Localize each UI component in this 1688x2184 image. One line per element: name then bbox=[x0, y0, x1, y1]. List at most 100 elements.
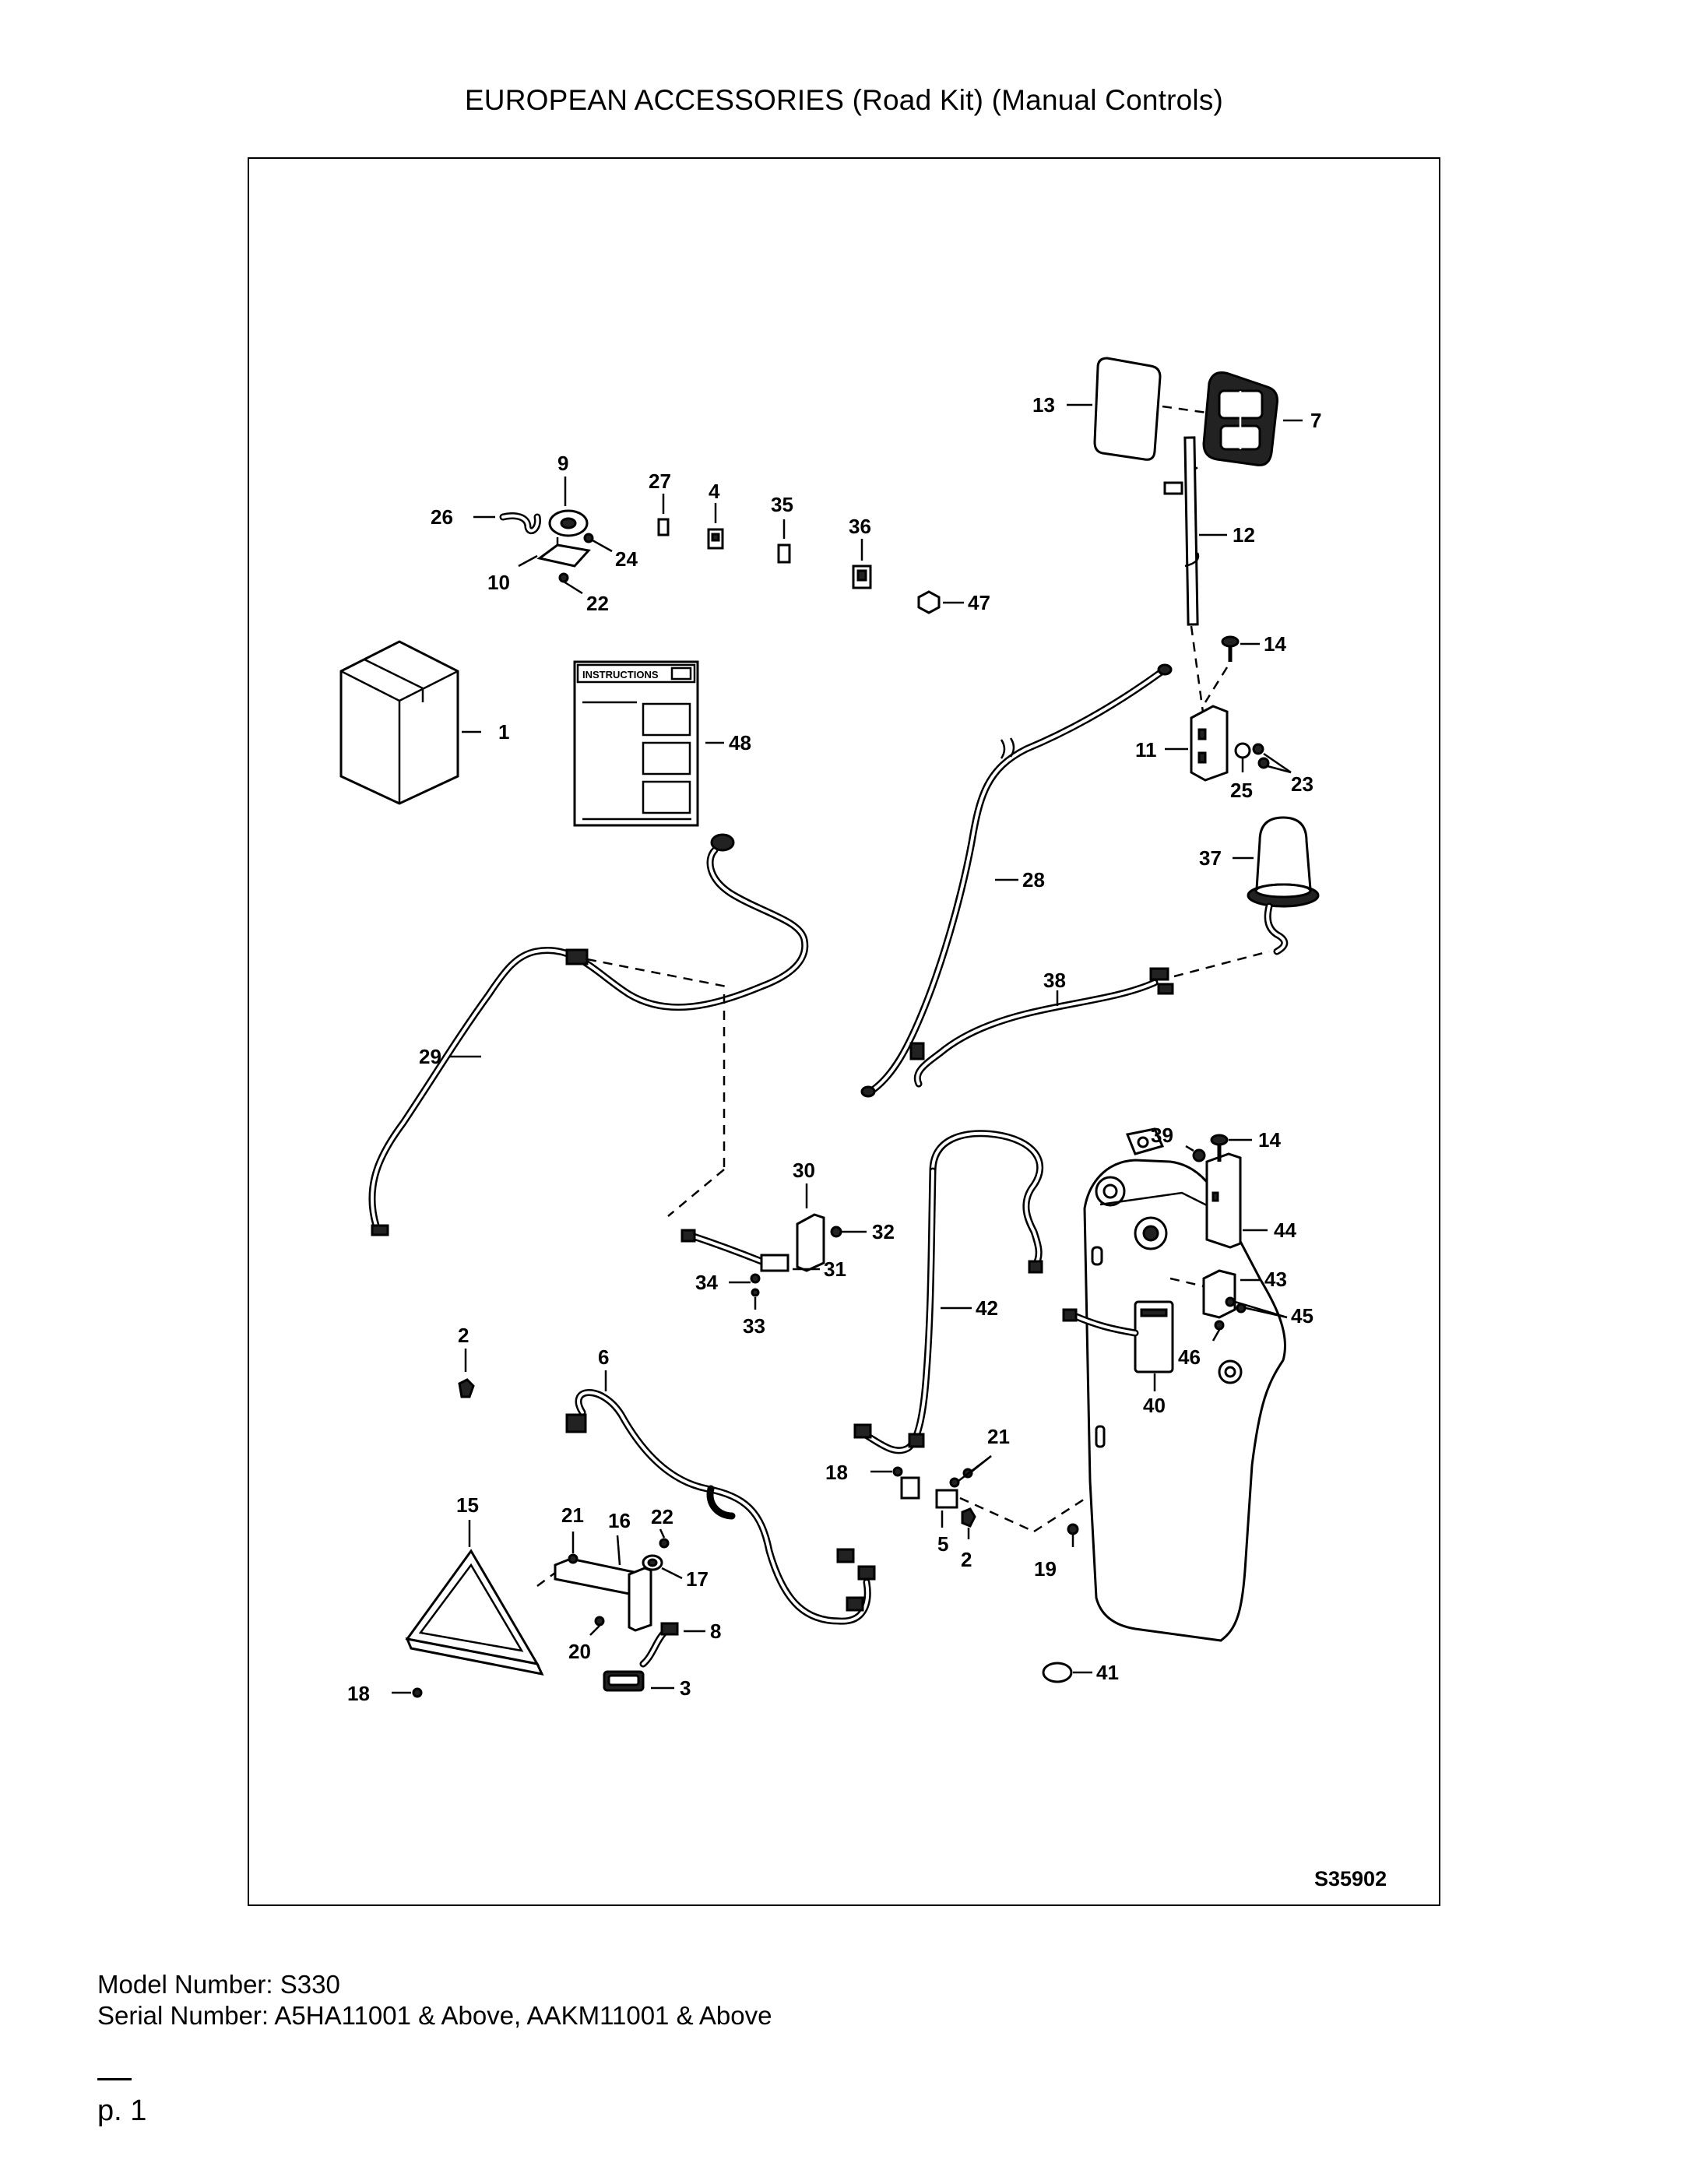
callout-30: 30 bbox=[793, 1159, 815, 1182]
callout-20: 20 bbox=[568, 1640, 591, 1663]
part-13-mirror bbox=[1093, 357, 1162, 461]
page-title: EUROPEAN ACCESSORIES (Road Kit) (Manual … bbox=[464, 84, 1224, 116]
callout-44: 44 bbox=[1274, 1219, 1296, 1242]
callout-10: 10 bbox=[487, 571, 510, 594]
callout-6: 6 bbox=[598, 1345, 609, 1369]
callout-22a: 22 bbox=[586, 592, 609, 615]
part-3-license-lamp bbox=[603, 1670, 645, 1692]
part-34-nut bbox=[750, 1273, 761, 1284]
callout-41: 41 bbox=[1096, 1661, 1119, 1684]
callout-17: 17 bbox=[686, 1567, 709, 1591]
callout-24: 24 bbox=[615, 547, 638, 571]
part-48-instructions-card: INSTRUCTIONS bbox=[573, 660, 699, 827]
part-32-screw bbox=[830, 1226, 842, 1238]
part-14-bolt-upper bbox=[1221, 635, 1240, 662]
part-28-beacon-harness bbox=[860, 663, 1173, 1098]
part-18-screw-center bbox=[892, 1466, 903, 1477]
callout-22b: 22 bbox=[651, 1505, 673, 1528]
callout-16: 16 bbox=[608, 1509, 631, 1532]
callout-33: 33 bbox=[743, 1314, 765, 1338]
page-number: p. 1 bbox=[97, 2094, 147, 2127]
loader-upright bbox=[1083, 1127, 1286, 1642]
part-38-beacon-jumper bbox=[909, 967, 1174, 1088]
part-11-mount-bracket bbox=[1190, 705, 1229, 782]
callout-39: 39 bbox=[1151, 1124, 1173, 1147]
callout-19: 19 bbox=[1034, 1557, 1057, 1581]
callout-5: 5 bbox=[937, 1532, 948, 1556]
part-4-switch bbox=[707, 528, 724, 550]
part-22-screw-right bbox=[659, 1538, 670, 1549]
callout-15: 15 bbox=[456, 1493, 479, 1517]
part-47-grommet bbox=[917, 590, 941, 614]
part-30-switch-bracket bbox=[796, 1213, 825, 1272]
part-46-nut bbox=[1214, 1320, 1225, 1331]
serial-number: Serial Number: A5HA11001 & Above, AAKM11… bbox=[97, 2001, 772, 2030]
part-19-screw bbox=[1067, 1523, 1079, 1535]
callout-14b: 14 bbox=[1258, 1128, 1281, 1152]
part-8-lamp-lead bbox=[639, 1622, 679, 1668]
part-44-beacon-mount bbox=[1205, 1152, 1242, 1249]
figure-id: S35902 bbox=[1314, 1867, 1387, 1890]
callout-11: 11 bbox=[1135, 738, 1157, 761]
callout-14a: 14 bbox=[1264, 632, 1286, 656]
page-separator bbox=[97, 2078, 132, 2080]
callout-13: 13 bbox=[1032, 393, 1055, 417]
part-42-lighting-harness bbox=[853, 1130, 1044, 1454]
callout-27: 27 bbox=[649, 470, 671, 493]
part-21-screw-left bbox=[568, 1553, 578, 1564]
callout-3: 3 bbox=[680, 1676, 691, 1700]
callout-46: 46 bbox=[1178, 1345, 1201, 1369]
part-26-horn-lead bbox=[499, 512, 541, 534]
callout-1: 1 bbox=[498, 720, 509, 744]
callout-25: 25 bbox=[1230, 779, 1253, 802]
callout-42: 42 bbox=[976, 1296, 998, 1320]
part-29-main-harness bbox=[368, 833, 809, 1236]
part-15-smv-triangle bbox=[405, 1549, 544, 1676]
callout-38: 38 bbox=[1043, 969, 1066, 992]
part-24-nut bbox=[583, 533, 594, 543]
part-43-bracket bbox=[1202, 1269, 1236, 1319]
callout-43: 43 bbox=[1264, 1268, 1287, 1291]
callout-18a: 18 bbox=[825, 1461, 848, 1484]
instructions-card-label: INSTRUCTIONS bbox=[582, 669, 659, 681]
part-22-screw bbox=[558, 572, 569, 583]
callout-9: 9 bbox=[557, 452, 568, 475]
part-1-box bbox=[339, 640, 459, 805]
callout-23: 23 bbox=[1291, 772, 1313, 796]
part-31-switch bbox=[680, 1229, 789, 1272]
part-37-beacon bbox=[1247, 816, 1320, 955]
part-14-bolt-lower bbox=[1210, 1134, 1229, 1162]
callout-2b: 2 bbox=[961, 1548, 972, 1571]
callout-26: 26 bbox=[431, 505, 453, 529]
model-number: Model Number: S330 bbox=[97, 1970, 340, 1999]
callout-2a: 2 bbox=[458, 1324, 469, 1347]
callout-31: 31 bbox=[824, 1257, 846, 1281]
callout-7: 7 bbox=[1310, 409, 1321, 432]
part-6-rear-harness bbox=[565, 1389, 876, 1625]
part-7-mirror-head bbox=[1202, 371, 1278, 466]
callout-32: 32 bbox=[872, 1220, 895, 1243]
diagram-frame bbox=[248, 157, 1440, 1906]
callout-21a: 21 bbox=[987, 1425, 1010, 1448]
callout-47: 47 bbox=[968, 591, 990, 614]
part-27-relay bbox=[657, 518, 670, 536]
callout-37: 37 bbox=[1199, 846, 1222, 870]
part-41-grommet bbox=[1042, 1662, 1073, 1683]
callout-18b: 18 bbox=[347, 1682, 370, 1705]
part-35-switch bbox=[777, 543, 791, 564]
part-2-clip-center bbox=[961, 1507, 976, 1528]
callout-36: 36 bbox=[849, 515, 871, 538]
callout-21b: 21 bbox=[561, 1503, 584, 1527]
part-33-washer bbox=[751, 1288, 760, 1297]
callout-28: 28 bbox=[1022, 868, 1045, 892]
part-17-grommet bbox=[642, 1554, 663, 1571]
part-12-mirror-arm bbox=[1163, 436, 1200, 626]
callout-8: 8 bbox=[710, 1620, 721, 1643]
callout-40: 40 bbox=[1143, 1394, 1166, 1417]
callout-29: 29 bbox=[419, 1045, 441, 1068]
callout-45: 45 bbox=[1291, 1304, 1313, 1328]
callout-34: 34 bbox=[695, 1271, 718, 1294]
part-10-horn-bracket bbox=[536, 537, 591, 568]
part-23-screws bbox=[1252, 743, 1270, 769]
part-36-switch bbox=[852, 564, 872, 589]
